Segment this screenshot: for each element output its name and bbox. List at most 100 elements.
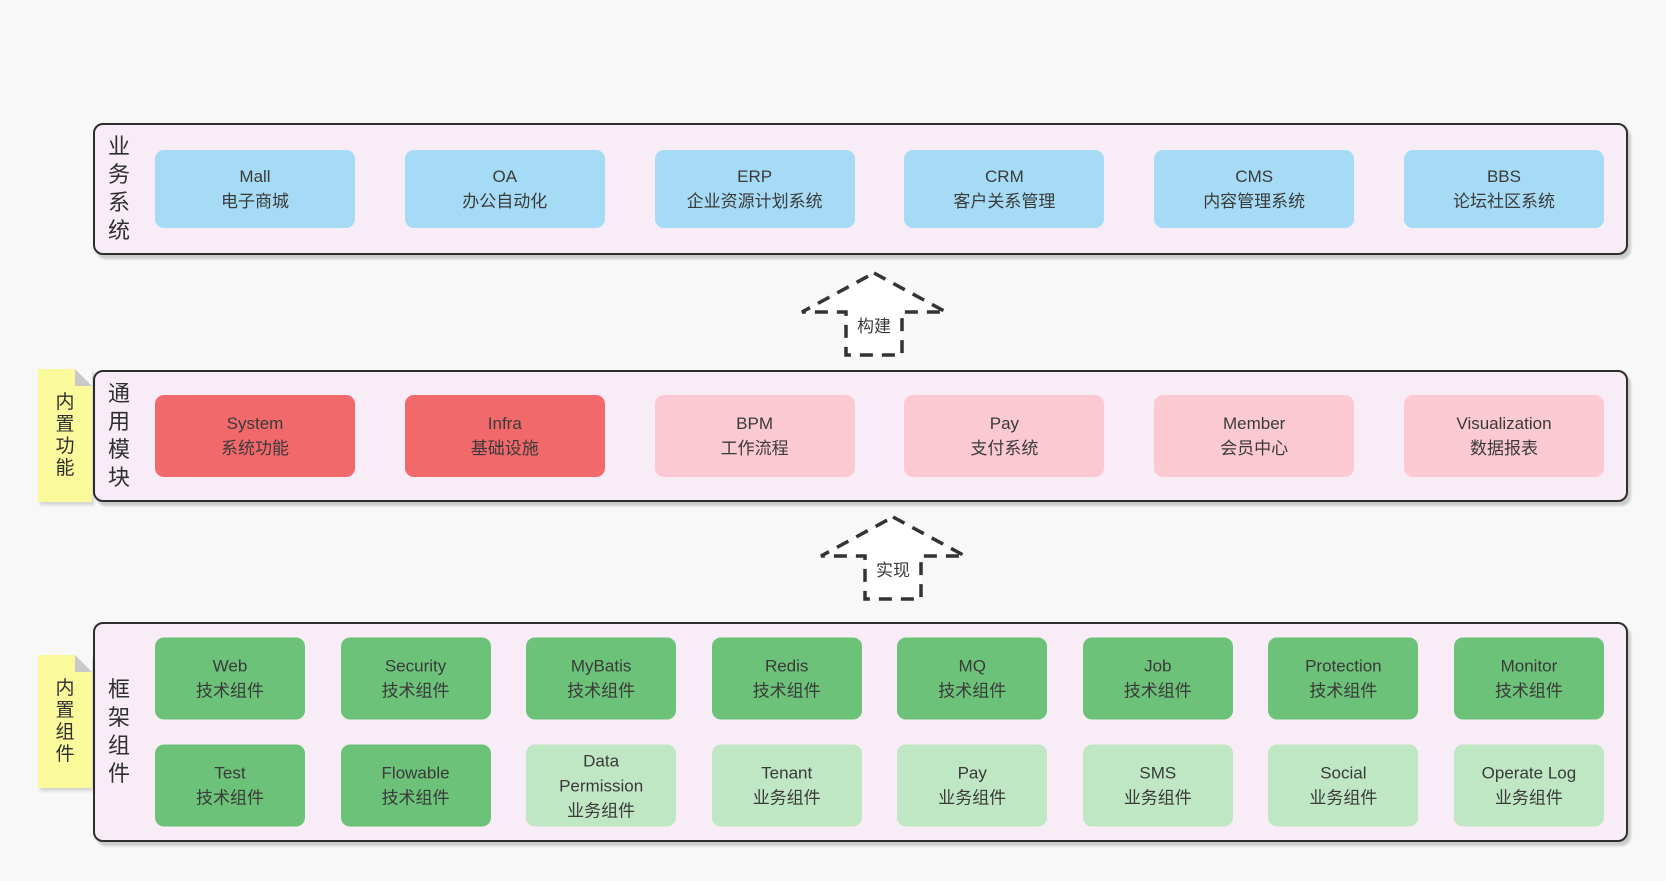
box-subtitle: 技术组件 — [1494, 681, 1563, 701]
box-title: Monitor — [1500, 656, 1558, 676]
sticky-built-in-features: 内置功能 — [38, 369, 92, 502]
framework-row-1: Web 技术组件 Security 技术组件 MyBatis 技术组件 Redi… — [155, 637, 1604, 720]
box-subtitle: 业务组件 — [567, 801, 636, 820]
box-protection: Protection 技术组件 — [1268, 637, 1419, 720]
box-infra: Infra 基础设施 — [404, 395, 605, 477]
band-label-common-modules: 通用模块 — [107, 381, 130, 490]
box-mall: Mall 电子商城 — [155, 150, 355, 228]
box-oa: OA 办公自动化 — [404, 150, 605, 228]
box-subtitle: 技术组件 — [938, 681, 1007, 701]
box-erp: ERP 企业资源计划系统 — [654, 150, 855, 228]
box-operate-log: Operate Log 业务组件 — [1453, 744, 1604, 827]
box-subtitle: 业务组件 — [938, 788, 1007, 808]
box-subtitle: 会员中心 — [1220, 439, 1289, 458]
box-title: Mall — [239, 167, 271, 186]
box-subtitle: 技术组件 — [381, 681, 450, 701]
box-title: ERP — [737, 167, 773, 186]
box-visualization: Visualization 数据报表 — [1403, 395, 1604, 477]
arrow-implement-label: 实现 — [874, 556, 912, 581]
box-member: Member 会员中心 — [1154, 395, 1355, 477]
box-subtitle: 技术组件 — [1123, 681, 1192, 701]
box-title: Protection — [1305, 656, 1382, 676]
box-title: Operate Log — [1481, 763, 1577, 783]
sticky-label: 内置功能 — [55, 391, 75, 479]
band-common-modules: 通用模块 System 系统功能 Infra 基础设施 BPM 工作流程 Pay… — [93, 370, 1628, 502]
band-business-systems: 业务系统 Mall 电子商城 OA 办公自动化 ERP 企业资源计划系统 CRM… — [93, 123, 1628, 255]
business-systems-row: Mall 电子商城 OA 办公自动化 ERP 企业资源计划系统 CRM 客户关系… — [155, 150, 1604, 228]
box-social: Social 业务组件 — [1268, 744, 1419, 827]
framework-row-2: Test 技术组件 Flowable 技术组件 Data Permission … — [155, 744, 1604, 827]
arrow-build-label: 构建 — [855, 312, 893, 337]
box-subtitle: 数据报表 — [1469, 439, 1538, 458]
box-system: System 系统功能 — [155, 395, 355, 477]
box-subtitle: 业务组件 — [752, 788, 821, 808]
box-subtitle: 技术组件 — [381, 788, 450, 808]
box-title: Visualization — [1456, 414, 1552, 433]
box-cms: CMS 内容管理系统 — [1154, 150, 1355, 228]
arrow-build: 构建 — [799, 268, 949, 358]
box-data-permission: Data Permission 业务组件 — [526, 744, 677, 827]
box-title: CRM — [985, 167, 1024, 186]
box-subtitle: 系统功能 — [221, 439, 289, 458]
box-test: Test 技术组件 — [155, 744, 305, 827]
box-title: Test — [214, 763, 246, 783]
box-title: BPM — [736, 414, 774, 433]
box-subtitle: 业务组件 — [1123, 788, 1192, 808]
box-title: BBS — [1486, 167, 1521, 186]
box-subtitle: 技术组件 — [196, 788, 264, 808]
box-subtitle: 论坛社区系统 — [1452, 192, 1555, 211]
box-crm: CRM 客户关系管理 — [904, 150, 1105, 228]
band-label-business-systems: 业务系统 — [107, 134, 130, 243]
box-title: Redis — [764, 656, 809, 676]
box-title: Job — [1144, 656, 1172, 676]
box-job: Job 技术组件 — [1082, 637, 1233, 720]
box-redis: Redis 技术组件 — [711, 637, 862, 720]
sticky-label: 内置组件 — [55, 677, 75, 765]
band-label-framework-components: 框架组件 — [107, 677, 130, 786]
box-subtitle: 办公自动化 — [462, 192, 548, 211]
box-subtitle: 工作流程 — [720, 439, 789, 458]
box-monitor: Monitor 技术组件 — [1453, 637, 1604, 720]
box-pay: Pay 支付系统 — [904, 395, 1105, 477]
box-tenant: Tenant 业务组件 — [711, 744, 862, 827]
common-modules-row: System 系统功能 Infra 基础设施 BPM 工作流程 Pay 支付系统… — [155, 395, 1604, 477]
box-title: MyBatis — [570, 656, 632, 676]
box-pay-business: Pay 业务组件 — [897, 744, 1048, 827]
box-subtitle: 业务组件 — [1494, 788, 1563, 808]
box-subtitle: 技术组件 — [1309, 681, 1378, 701]
box-subtitle: 企业资源计划系统 — [686, 192, 823, 211]
box-subtitle: 基础设施 — [470, 439, 539, 458]
box-web: Web 技术组件 — [155, 637, 305, 720]
box-title: Data Permission — [559, 751, 644, 795]
box-bpm: BPM 工作流程 — [654, 395, 855, 477]
box-mq: MQ 技术组件 — [897, 637, 1048, 720]
box-subtitle: 客户关系管理 — [953, 192, 1056, 211]
box-subtitle: 业务组件 — [1309, 788, 1378, 808]
box-subtitle: 技术组件 — [752, 681, 821, 701]
box-subtitle: 技术组件 — [196, 681, 264, 701]
box-title: Flowable — [381, 763, 450, 783]
box-title: Social — [1320, 763, 1367, 783]
arrow-implement: 实现 — [818, 512, 968, 602]
box-title: Infra — [487, 414, 522, 433]
box-title: MQ — [958, 656, 986, 676]
box-bbs: BBS 论坛社区系统 — [1403, 150, 1604, 228]
box-title: Security — [384, 656, 447, 676]
box-security: Security 技术组件 — [340, 637, 491, 720]
box-title: Tenant — [761, 763, 813, 783]
band-framework-components: 框架组件 Web 技术组件 Security 技术组件 MyBatis 技术组件… — [93, 622, 1628, 842]
box-subtitle: 内容管理系统 — [1203, 192, 1306, 211]
box-title: Web — [212, 656, 248, 676]
box-subtitle: 支付系统 — [970, 439, 1039, 458]
box-title: Member — [1223, 414, 1286, 433]
box-title: CMS — [1235, 167, 1274, 186]
box-mybatis: MyBatis 技术组件 — [526, 637, 677, 720]
box-title: Pay — [989, 414, 1020, 433]
box-title: Pay — [957, 763, 987, 783]
box-title: System — [226, 414, 284, 433]
box-flowable: Flowable 技术组件 — [340, 744, 491, 827]
box-title: SMS — [1139, 763, 1177, 783]
framework-components-grid: Web 技术组件 Security 技术组件 MyBatis 技术组件 Redi… — [155, 637, 1604, 827]
sticky-built-in-components: 内置组件 — [38, 655, 92, 788]
